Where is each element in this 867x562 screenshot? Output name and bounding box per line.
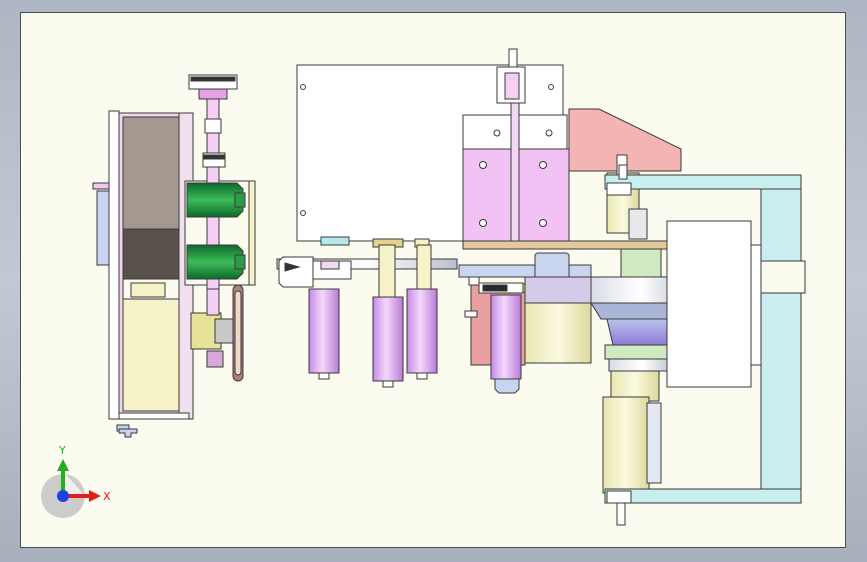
cad-viewport[interactable]: Y X xyxy=(20,12,846,548)
lower-column xyxy=(602,396,650,494)
housing-upper xyxy=(122,116,180,230)
cylinder-2 xyxy=(372,296,404,382)
upper-disc-plate xyxy=(458,264,592,278)
z-axis-dot xyxy=(57,490,69,502)
frame-upright xyxy=(760,188,802,490)
knob xyxy=(494,378,520,394)
side-view-assembly xyxy=(92,74,256,438)
yellow-motor xyxy=(524,300,592,364)
frame-top-bar xyxy=(604,174,802,190)
horizontal-rail xyxy=(276,258,458,270)
lower-housing xyxy=(610,370,660,402)
cad-drawing: Y X xyxy=(41,48,806,526)
axis-triad xyxy=(41,459,101,518)
housing-middle xyxy=(122,228,180,280)
cylinder-4 xyxy=(490,294,522,380)
frame-bottom-bar xyxy=(604,488,802,504)
tan-plate xyxy=(462,240,690,250)
housing-rail xyxy=(108,110,120,420)
rear-plate xyxy=(666,220,752,388)
green-gear-upper xyxy=(186,182,244,218)
x-axis-label: X xyxy=(103,490,111,503)
left-gripper xyxy=(278,256,314,288)
cylinder-3 xyxy=(406,288,438,374)
front-view-assembly xyxy=(276,48,806,526)
housing-lower xyxy=(122,298,180,412)
frame-bushing xyxy=(760,260,806,294)
y-axis-label: Y xyxy=(58,444,66,457)
violet-cone xyxy=(606,318,676,346)
cylinder-1 xyxy=(308,288,340,374)
green-gear-lower xyxy=(186,244,244,280)
